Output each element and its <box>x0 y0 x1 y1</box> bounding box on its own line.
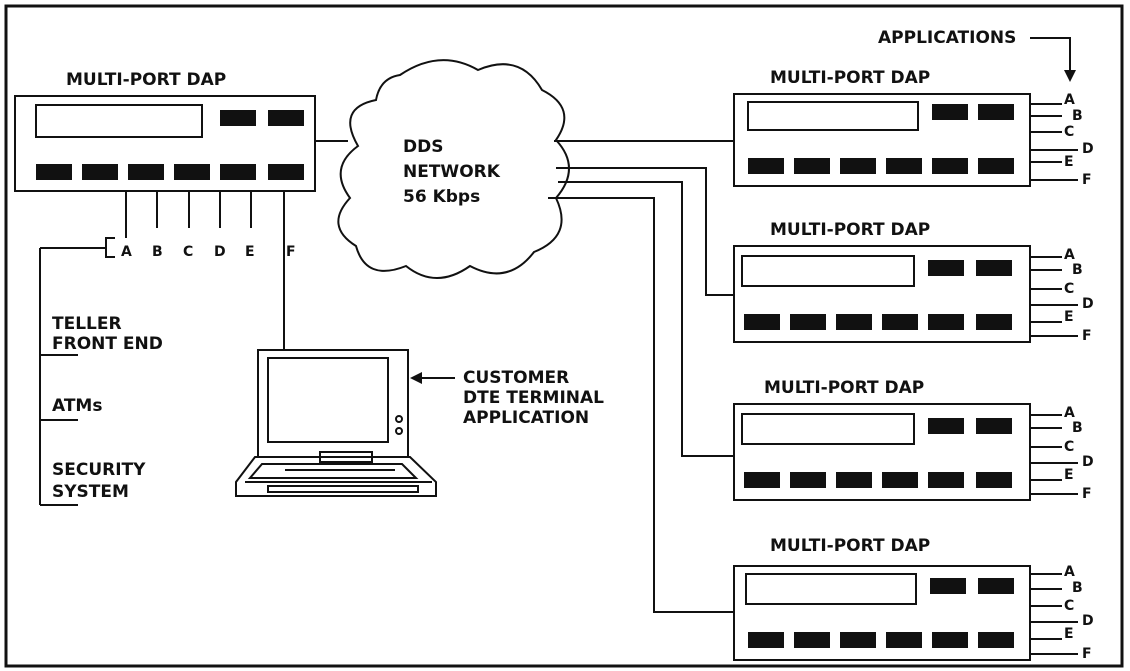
right-dap-1-port-b: B <box>1072 108 1083 124</box>
right-dap-3-port-c: C <box>1064 439 1074 455</box>
right-dap-3-display <box>741 413 915 445</box>
right-dap-unit-1: MULTI-PORT DAP <box>733 68 1078 187</box>
right-dap-unit-4: MULTI-PORT DAP <box>733 536 1078 661</box>
right-dap-2-port-c: C <box>1064 281 1074 297</box>
right-dap-2-port-f: F <box>1082 328 1092 344</box>
right-dap-3-port-e: E <box>1064 467 1074 483</box>
right-dap-1-display <box>747 101 919 131</box>
network-label-line1: DDS <box>403 137 443 157</box>
security-label-line1: SECURITY <box>52 460 146 480</box>
right-dap-1-port-d: D <box>1082 141 1094 157</box>
right-dap-4-port-e: E <box>1064 626 1074 642</box>
network-label-line2: NETWORK <box>403 162 501 182</box>
left-dap-unit: MULTI-PORT DAP <box>14 70 316 192</box>
applications-label: APPLICATIONS <box>878 28 1016 48</box>
terminal-label-line2: DTE TERMINAL <box>463 388 604 408</box>
atms-label: ATMs <box>52 396 102 416</box>
dds-network-cloud <box>337 59 570 279</box>
right-dap-2-display <box>741 255 915 287</box>
left-port-label-b: B <box>152 244 163 260</box>
right-dap-1-title: MULTI-PORT DAP <box>770 68 930 88</box>
terminal-screen <box>267 357 389 443</box>
diagram-frame <box>4 4 1124 668</box>
teller-label-line1: TELLER <box>52 314 122 334</box>
right-dap-4-port-d: D <box>1082 613 1094 629</box>
right-dap-3-port-b: B <box>1072 420 1083 436</box>
terminal-keyboard <box>235 456 437 497</box>
network-links <box>315 140 734 613</box>
left-dap-key <box>268 164 304 180</box>
right-dap-4-port-b: B <box>1072 580 1083 596</box>
left-dap-key <box>220 164 256 180</box>
applications-arrow <box>1030 37 1071 72</box>
security-label-line2: SYSTEM <box>52 482 129 502</box>
right-dap-3-port-f: F <box>1082 486 1092 502</box>
left-dap-key <box>220 110 256 126</box>
left-dap-key <box>268 110 304 126</box>
left-dap-title: MULTI-PORT DAP <box>66 70 226 90</box>
teller-label-line2: FRONT END <box>52 334 163 354</box>
terminal-label-line1: CUSTOMER <box>463 368 569 388</box>
right-dap-4-port-a: A <box>1064 564 1075 580</box>
right-dap-unit-3: MULTI-PORT DAP <box>733 378 1078 501</box>
right-dap-2-port-d: D <box>1082 296 1094 312</box>
right-dap-2-title: MULTI-PORT DAP <box>770 220 930 240</box>
right-dap-4-title: MULTI-PORT DAP <box>770 536 930 556</box>
right-dap-3-port-d: D <box>1082 454 1094 470</box>
left-dap-display <box>35 104 203 138</box>
left-port-label-e: E <box>245 244 255 260</box>
right-dap-4-port-f: F <box>1082 646 1092 662</box>
right-dap-2-port-e: E <box>1064 309 1074 325</box>
customer-terminal-icon <box>235 349 437 497</box>
right-dap-1-port-a: A <box>1064 92 1075 108</box>
applications-bracket <box>39 237 115 506</box>
left-dap-key <box>36 164 72 180</box>
right-dap-1-port-f: F <box>1082 172 1092 188</box>
right-dap-1-port-e: E <box>1064 154 1074 170</box>
right-dap-3-port-a: A <box>1064 405 1075 421</box>
network-label-line3: 56 Kbps <box>403 187 480 207</box>
left-dap-key <box>82 164 118 180</box>
right-dap-4-display <box>745 573 917 605</box>
left-port-label-d: D <box>214 244 226 260</box>
left-port-lines <box>125 191 285 350</box>
right-dap-unit-2: MULTI-PORT DAP <box>733 220 1078 343</box>
left-port-label-c: C <box>183 244 193 260</box>
right-dap-2-port-b: B <box>1072 262 1083 278</box>
right-dap-1-port-c: C <box>1064 124 1074 140</box>
right-dap-2-port-a: A <box>1064 247 1075 263</box>
left-port-label-a: A <box>121 244 132 260</box>
right-dap-4-port-c: C <box>1064 598 1074 614</box>
left-dap-key <box>174 164 210 180</box>
right-dap-3-title: MULTI-PORT DAP <box>764 378 924 398</box>
left-port-label-f: F <box>286 244 296 260</box>
terminal-label-line3: APPLICATION <box>463 408 589 428</box>
left-dap-key <box>128 164 164 180</box>
